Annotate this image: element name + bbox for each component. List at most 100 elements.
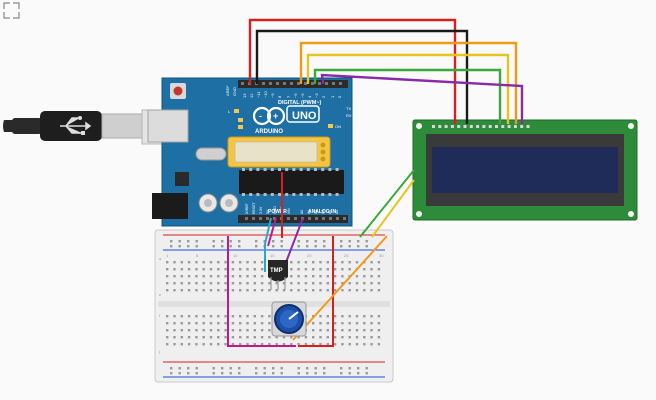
wire-red-power[interactable] (248, 18, 457, 124)
wire-green-lcd-to-breadboard[interactable] (359, 169, 415, 238)
rail-hole (221, 240, 224, 243)
breadboard-hole (282, 343, 286, 346)
rail-hole (340, 372, 343, 375)
breadboard-hole (363, 343, 366, 346)
breadboard-hole (275, 282, 278, 285)
header-pin (283, 82, 286, 85)
breadboard-hole (253, 289, 256, 292)
wire-orange-pot[interactable] (292, 235, 388, 341)
breadboard-hole (195, 329, 198, 332)
pin-label: 3.3V (259, 206, 263, 214)
lcd-pin (432, 125, 435, 128)
model-label: UNO (292, 110, 317, 122)
chip-pin (299, 193, 303, 196)
pin-label: ~6 (293, 93, 298, 98)
rail-hole (178, 367, 181, 370)
led-rx (238, 125, 243, 129)
breadboard-hole (333, 261, 337, 264)
rail-hole (340, 240, 343, 243)
rail-hole (272, 367, 275, 370)
wire-black-ground[interactable] (255, 29, 469, 124)
wire-green-data[interactable] (313, 68, 502, 124)
breadboard-hole (260, 322, 264, 325)
breadboard-hole (202, 336, 205, 339)
breadboard-hole (326, 343, 329, 346)
wire-orange-data[interactable] (299, 41, 518, 124)
brand-label: ARDUINO (255, 129, 283, 135)
chip-pin (263, 193, 267, 196)
breadboard-hole (173, 315, 176, 318)
lcd-pin (526, 125, 530, 128)
breadboard-hole (260, 275, 264, 278)
rail-hole (221, 372, 224, 375)
expand-icon[interactable] (3, 2, 20, 19)
breadboard-hole (260, 343, 264, 346)
breadboard-hole (231, 315, 235, 318)
breadboard-hole (231, 343, 235, 346)
lcd-pin (463, 125, 467, 128)
pin-label: VIN (287, 208, 291, 214)
breadboard-hole (173, 336, 176, 339)
breadboard-hole (290, 289, 293, 292)
wire-yellow-lcd-to-breadboard[interactable] (371, 179, 415, 238)
breadboard-hole (268, 329, 271, 332)
rail-hole (170, 240, 173, 243)
breadboard-hole (377, 282, 381, 285)
rail-hole (255, 367, 258, 370)
breadboard-hole (348, 343, 351, 346)
rail-hole (229, 367, 232, 370)
chip-pin (270, 193, 274, 196)
breadboard-hole (355, 261, 359, 264)
lcd-pin (476, 125, 480, 128)
wire-yellow-data[interactable] (306, 53, 510, 124)
rail-hole (195, 372, 198, 375)
rail-hole (212, 367, 215, 370)
rail-hole (187, 245, 190, 248)
breadboard-hole (319, 336, 322, 339)
wire-red-rail[interactable] (298, 236, 334, 347)
breadboard-hole (355, 289, 359, 292)
reset-button[interactable] (170, 83, 186, 99)
wire-magenta-sensor[interactable] (267, 217, 277, 247)
chip-pin (328, 168, 332, 171)
breadboard-hole (290, 282, 293, 285)
breadboard-hole (166, 268, 169, 271)
breadboard-hole (166, 275, 169, 278)
breadboard-hole (297, 282, 300, 285)
breadboard-hole (363, 329, 366, 332)
breadboard-hole (377, 336, 381, 339)
breadboard-hole (355, 336, 359, 339)
rail-hole (306, 240, 309, 243)
label-l: L (228, 109, 231, 114)
rail-hole (187, 367, 190, 370)
breadboard-hole (341, 282, 344, 285)
rail-hole (263, 372, 266, 375)
pin-label: 0 (337, 95, 342, 98)
rail-hole (170, 372, 173, 375)
pin-label: A5 (335, 210, 339, 214)
breadboard-hole (348, 261, 351, 264)
breadboard-hole (312, 336, 315, 339)
wire-cyan-sensor[interactable] (264, 217, 272, 272)
model-badge: UNO (286, 105, 320, 123)
wire-magenta-rail[interactable] (227, 236, 296, 347)
label-aref: AREF (225, 85, 230, 96)
sensor-label: TMP (270, 268, 283, 274)
breadboard-hole (319, 343, 322, 346)
chip-pin (242, 193, 245, 196)
breadboard-hole (268, 343, 271, 346)
pin-label: A3 (321, 210, 325, 214)
temperature-sensor[interactable]: TMP (268, 260, 288, 290)
lcd-16x2-module[interactable] (412, 119, 638, 221)
rail-hole (357, 245, 360, 248)
header-pin (294, 217, 297, 220)
arduino-uno-board[interactable]: AREF GND 13 12 ~11 ~10 ~9 8 7 ~6 ~5 4 ~3… (147, 77, 353, 227)
wire-purple-data[interactable] (320, 73, 524, 124)
header-pin (315, 217, 318, 220)
chip-pin (314, 168, 317, 171)
breadboard-hole (282, 336, 286, 339)
rail-hole (348, 367, 351, 370)
rail-hole (314, 372, 317, 375)
potentiometer[interactable] (271, 301, 307, 337)
breadboard-hole (202, 329, 205, 332)
